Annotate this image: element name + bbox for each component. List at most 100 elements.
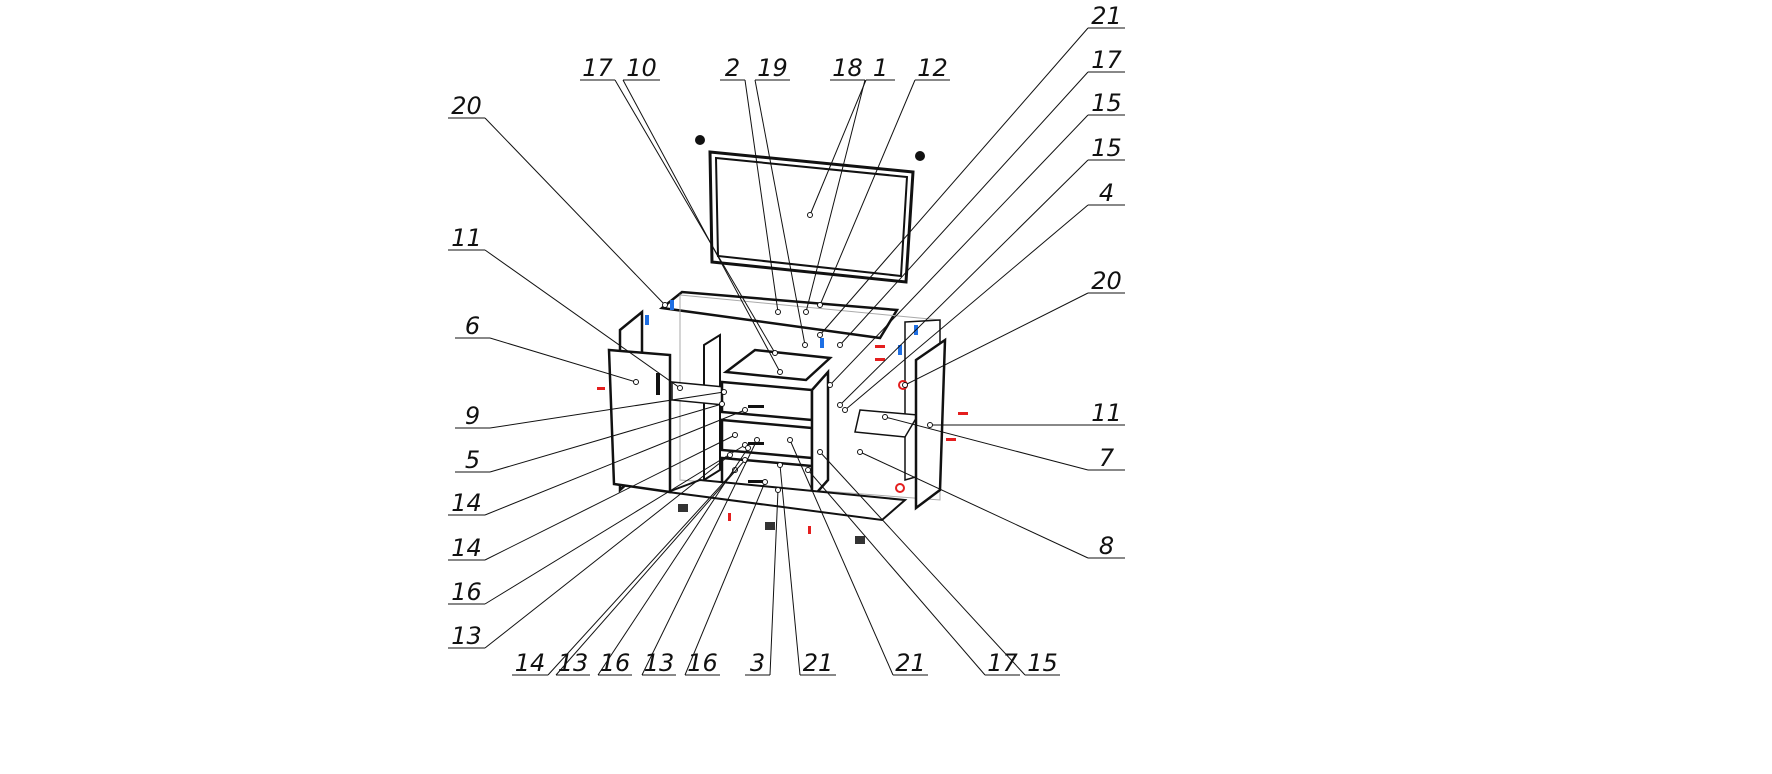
- leader-anchor: [719, 401, 725, 407]
- leader-line: [484, 444, 746, 605]
- drawer-handle-2: [748, 442, 764, 445]
- callout-label-9: 9: [465, 402, 480, 430]
- callout-label-4: 4: [1099, 179, 1114, 207]
- callout-label-21: 21: [895, 649, 926, 677]
- callout-label-17: 17: [582, 54, 613, 82]
- right-shelf: [854, 409, 920, 438]
- leader-anchor: [837, 402, 843, 408]
- callout-label-16: 16: [687, 649, 718, 677]
- leader-anchor: [727, 452, 733, 458]
- callout-label-13: 13: [558, 649, 589, 677]
- leader-line: [484, 249, 681, 389]
- leader-anchor: [837, 342, 843, 348]
- callout-label-12: 12: [917, 54, 948, 82]
- leader-line: [744, 79, 779, 313]
- callout-label-16: 16: [451, 578, 482, 606]
- leader-anchor: [817, 332, 823, 338]
- leader-line: [884, 416, 1089, 471]
- leader-anchor: [805, 467, 811, 473]
- leader-line: [769, 489, 779, 676]
- leader-anchor: [927, 422, 933, 428]
- leader-line: [484, 409, 746, 516]
- leader-line: [819, 79, 916, 306]
- callout-label-11: 11: [451, 224, 482, 252]
- callout-label-2: 2: [725, 54, 740, 82]
- callout-label-8: 8: [1099, 532, 1114, 560]
- callout-label-13: 13: [451, 622, 482, 650]
- leader-line: [859, 451, 1089, 559]
- callout-label-14: 14: [451, 489, 482, 517]
- leader-line: [839, 71, 1089, 346]
- leader-line: [489, 403, 723, 473]
- leader-line: [547, 469, 736, 676]
- left-door: [607, 348, 672, 494]
- partition-panel: [703, 333, 721, 482]
- callout-leaders: [448, 27, 1125, 676]
- callout-label-21: 21: [803, 649, 834, 677]
- leader-anchor: [802, 342, 808, 348]
- callout-label-14: 14: [451, 534, 482, 562]
- leader-anchor: [775, 487, 781, 493]
- top-panel: [658, 290, 900, 340]
- leader-anchor: [882, 414, 888, 420]
- drawer-front-2: [720, 418, 814, 460]
- callout-label-15: 15: [1091, 89, 1122, 117]
- leader-anchor: [902, 382, 908, 388]
- mirror-glass: [714, 156, 909, 278]
- leader-anchor: [732, 432, 738, 438]
- leader-line: [555, 459, 746, 676]
- leader-line: [904, 292, 1089, 386]
- leader-anchor: [817, 302, 823, 308]
- leader-anchor: [662, 302, 668, 308]
- leader-anchor: [677, 385, 683, 391]
- cabinet-drawing: [597, 135, 968, 544]
- leader-line: [622, 79, 781, 373]
- leader-line: [489, 337, 637, 383]
- leader-line: [819, 451, 1026, 676]
- leader-line: [614, 79, 776, 354]
- callout-label-18: 18: [832, 54, 863, 82]
- callout-label-3: 3: [750, 649, 765, 677]
- door-handle-left: [656, 373, 660, 395]
- callout-label-14: 14: [515, 649, 546, 677]
- wall-mount-right-icon: [915, 151, 925, 161]
- leader-anchor: [754, 437, 760, 443]
- leader-anchor: [777, 369, 783, 375]
- mirror-frame: [708, 150, 915, 284]
- leader-anchor: [857, 449, 863, 455]
- leader-line: [597, 447, 749, 676]
- callout-label-15: 15: [1027, 649, 1058, 677]
- leader-anchor: [777, 462, 783, 468]
- callout-label-5: 5: [465, 446, 480, 474]
- leader-line: [779, 464, 801, 676]
- leader-anchor: [827, 382, 833, 388]
- drawer-top: [722, 348, 833, 382]
- leader-line: [819, 27, 1089, 336]
- bottom-panel: [667, 478, 908, 522]
- drawer-handle-1: [748, 405, 764, 408]
- leader-anchor: [807, 212, 813, 218]
- drawer-side: [810, 368, 830, 502]
- leader-anchor: [803, 309, 809, 315]
- leader-line: [844, 204, 1089, 411]
- callout-label-17: 17: [987, 649, 1018, 677]
- leader-line: [754, 79, 806, 346]
- leader-line: [809, 79, 867, 216]
- leader-line: [684, 481, 766, 676]
- callout-label-21: 21: [1091, 2, 1122, 30]
- leader-anchor: [762, 479, 768, 485]
- callout-label-6: 6: [465, 312, 480, 340]
- leader-anchor: [787, 437, 793, 443]
- leader-line: [829, 114, 1089, 386]
- leader-line: [839, 159, 1089, 406]
- callout-label-20: 20: [1091, 267, 1122, 295]
- callout-label-7: 7: [1099, 444, 1115, 472]
- leader-anchor: [742, 407, 748, 413]
- leader-line: [484, 454, 731, 649]
- back-panel: [679, 294, 941, 501]
- leader-line: [484, 117, 666, 306]
- leader-anchor: [745, 445, 751, 451]
- leader-anchor: [817, 449, 823, 455]
- callout-label-1: 1: [873, 54, 888, 82]
